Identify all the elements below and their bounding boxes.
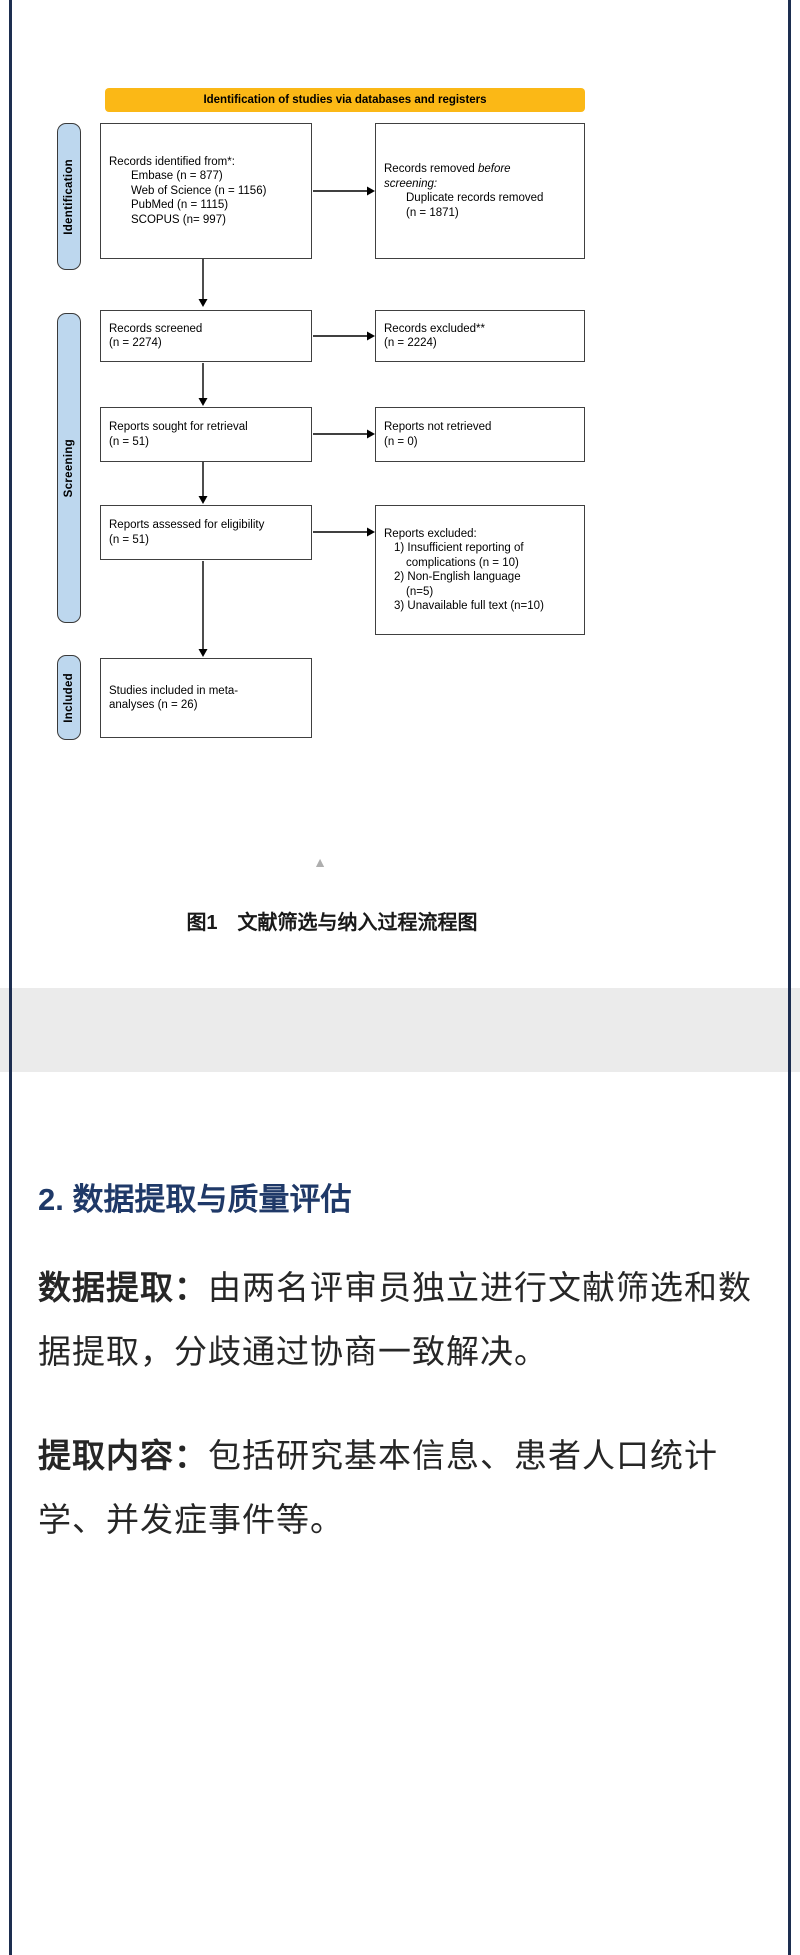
stage-included: Included: [57, 655, 81, 740]
box-line: Reports not retrieved: [384, 421, 492, 433]
box-reports-sought: Reports sought for retrieval (n = 51): [100, 407, 312, 462]
box-title: Records removed before: [384, 163, 511, 175]
section-heading: 2. 数据提取与质量评估: [38, 1182, 352, 1217]
box-records-screened: Records screened (n = 2274): [100, 310, 312, 362]
arrow-down-identified-to-screened: [198, 259, 208, 307]
box-title: Reports excluded:: [384, 527, 477, 540]
stage-identification: Identification: [57, 123, 81, 270]
arrow-down-assessed-to-included: [198, 561, 208, 657]
box-title: Records identified from*:: [109, 155, 235, 168]
box-line: Studies included in meta-: [109, 684, 239, 697]
box-count: (n = 2224): [384, 337, 437, 349]
database-count: Embase (n = 877): [131, 170, 223, 183]
box-line: analyses (n = 26): [109, 699, 198, 711]
database-count: Web of Science (n = 1156): [131, 184, 267, 197]
figure-caption: 图1 文献筛选与纳入过程流程图: [186, 912, 478, 934]
database-count: PubMed (n = 1115): [131, 199, 229, 212]
paragraph-data-extraction: 数据提取：由两名评审员独立进行文献筛选和数据提取，分歧通过协商一致解决。: [38, 1256, 762, 1384]
box-title-continued: screening:: [384, 177, 438, 190]
box-count: (n = 51): [109, 533, 149, 546]
arrow-right-identified-to-removed: [313, 186, 375, 196]
stage-screening-label: Screening: [63, 438, 75, 498]
arrow-right-screened-to-excluded: [313, 331, 375, 341]
paragraph-extraction-content: 提取内容：包括研究基本信息、患者人口统计学、并发症事件等。: [38, 1424, 762, 1552]
box-line: Reports sought for retrieval: [109, 421, 248, 433]
box-records-removed: Records removed before screening: Duplic…: [375, 123, 585, 259]
exclusion-reason: 3) Unavailable full text (n=10): [394, 600, 544, 612]
box-count: (n = 0): [384, 435, 418, 448]
arrow-down-sought-to-assessed: [198, 462, 208, 504]
box-count: (n = 51): [109, 435, 149, 448]
exclusion-reason: 2) Non-English language: [394, 571, 521, 583]
exclusion-reason: 1) Insufficient reporting of: [394, 542, 524, 554]
removed-item: Duplicate records removed: [406, 192, 544, 204]
arrow-right-assessed-to-excluded-reasons: [313, 527, 375, 537]
paragraph-label: 提取内容：: [38, 1437, 208, 1474]
arrow-down-screened-to-sought: [198, 363, 208, 406]
stage-screening: Screening: [57, 313, 81, 623]
box-records-excluded: Records excluded** (n = 2224): [375, 310, 585, 362]
exclusion-reason-cont: complications (n = 10): [406, 556, 519, 569]
box-count: (n = 2274): [109, 337, 162, 349]
box-line: Records screened: [109, 322, 203, 335]
image-separator-band: [0, 988, 800, 1072]
article-text-section: 2. 数据提取与质量评估 数据提取：由两名评审员独立进行文献筛选和数据提取，分歧…: [38, 1180, 762, 1592]
right-border-line: [788, 0, 791, 1955]
paragraph-label: 数据提取：: [38, 1269, 208, 1306]
box-line: Reports assessed for eligibility: [109, 519, 265, 531]
box-records-identified: Records identified from*: Embase (n = 87…: [100, 123, 312, 259]
stage-identification-label: Identification: [63, 158, 75, 235]
box-reports-assessed: Reports assessed for eligibility (n = 51…: [100, 505, 312, 560]
left-border-line: [9, 0, 12, 1955]
exclusion-reason-cont: (n=5): [406, 585, 434, 598]
box-reports-not-retrieved: Reports not retrieved (n = 0): [375, 407, 585, 462]
paragraph-text: 包括研究基本信息、患者人口统计学、并发症事件等。: [38, 1437, 718, 1538]
removed-count: (n = 1871): [406, 206, 459, 219]
database-count: SCOPUS (n= 997): [131, 213, 226, 226]
flowchart-title-bar: Identification of studies via databases …: [105, 88, 585, 112]
paragraph-text: 由两名评审员独立进行文献筛选和数据提取，分歧通过协商一致解决。: [38, 1269, 752, 1370]
box-line: Records excluded**: [384, 322, 486, 335]
box-reports-excluded-reasons: Reports excluded: 1) Insufficient report…: [375, 505, 585, 635]
stage-included-label: Included: [63, 672, 75, 723]
collapse-triangle-icon: ▲: [313, 854, 327, 870]
arrow-right-sought-to-not-retrieved: [313, 429, 375, 439]
box-studies-included: Studies included in meta- analyses (n = …: [100, 658, 312, 738]
